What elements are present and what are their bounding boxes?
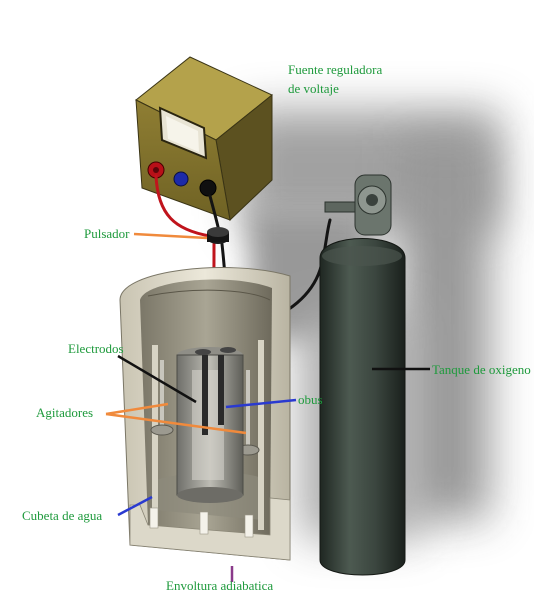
- leader-lines: [105, 232, 430, 582]
- oxygen-tank: [319, 174, 406, 576]
- leader-agitadores-2: [105, 412, 247, 435]
- label-pulsador: Pulsador: [84, 226, 130, 241]
- leader-obus: [225, 398, 297, 409]
- label-fuente-line2: de voltaje: [288, 81, 339, 96]
- pushbutton: [207, 227, 229, 244]
- label-envoltura: Envoltura adiabatica: [166, 578, 274, 593]
- voltage-regulator-box: [135, 56, 273, 222]
- label-obus: obus: [298, 392, 323, 407]
- black-terminal: [199, 179, 217, 197]
- leader-cubeta: [117, 495, 153, 517]
- label-electrodos: Electrodos: [68, 341, 124, 356]
- label-cubeta: Cubeta de agua: [22, 508, 103, 523]
- blue-terminal: [173, 171, 189, 187]
- label-agitadores: Agitadores: [36, 405, 94, 420]
- leader-pulsador: [133, 232, 208, 240]
- leader-agitadores-1: [105, 402, 169, 416]
- label-fuente-line1: Fuente reguladora: [288, 62, 383, 77]
- label-tanque: Tanque de oxigeno: [432, 362, 531, 377]
- leader-electrodos: [117, 354, 197, 404]
